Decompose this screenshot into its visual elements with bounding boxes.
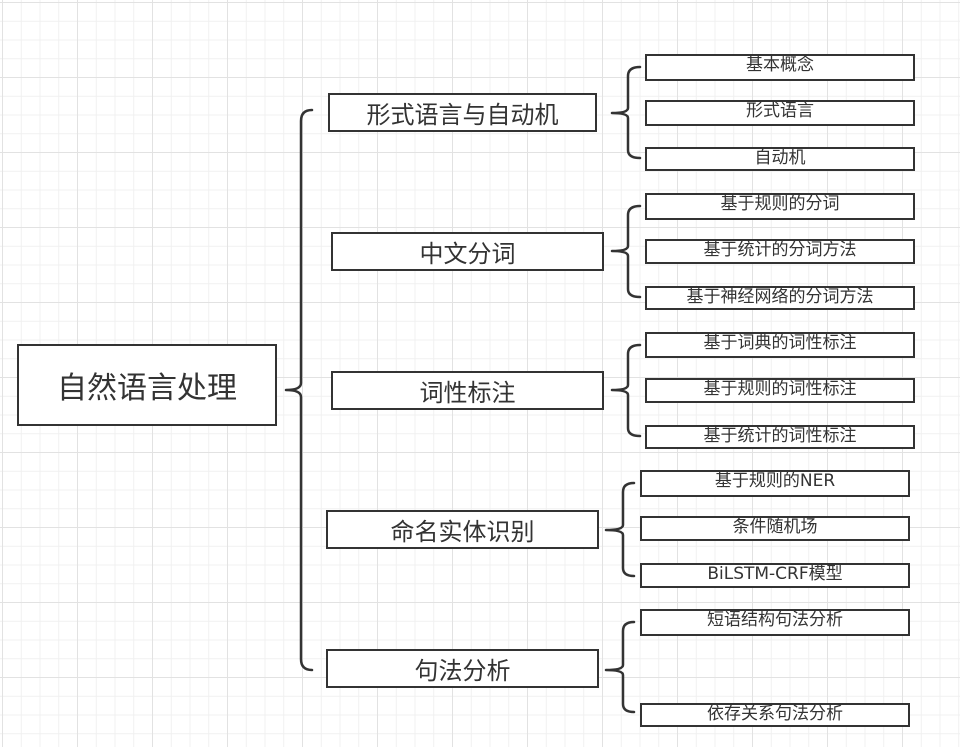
- brace-branch-4: [604, 481, 636, 578]
- branch-label: 词性标注: [419, 379, 516, 407]
- branch-label: 形式语言与自动机: [366, 101, 559, 129]
- branch-label: 中文分词: [419, 240, 516, 268]
- leaf-label: 基于规则的词性标注: [703, 379, 857, 399]
- branch-node-named-entity-recognition[interactable]: 命名实体识别: [326, 510, 599, 549]
- branch-label: 命名实体识别: [390, 518, 535, 546]
- leaf-node[interactable]: 基于神经网络的分词方法: [645, 286, 915, 310]
- leaf-node[interactable]: 自动机: [645, 147, 915, 171]
- leaf-label: 依存关系句法分析: [707, 704, 843, 724]
- brace-branch-5: [604, 620, 636, 714]
- leaf-label: 形式语言: [746, 101, 814, 121]
- leaf-node[interactable]: 依存关系句法分析: [640, 703, 910, 727]
- brace-branch-2: [610, 204, 642, 299]
- branch-node-pos-tagging[interactable]: 词性标注: [331, 371, 604, 410]
- branch-label: 句法分析: [414, 657, 511, 685]
- brace-branch-3: [610, 343, 642, 438]
- leaf-label: 基本概念: [746, 55, 814, 75]
- leaf-label: 基于统计的分词方法: [703, 240, 857, 260]
- branch-node-formal-language-automata[interactable]: 形式语言与自动机: [328, 93, 597, 132]
- leaf-node[interactable]: 基本概念: [645, 54, 915, 81]
- leaf-label: 短语结构句法分析: [707, 610, 843, 630]
- leaf-node[interactable]: 基于规则的分词: [645, 193, 915, 220]
- leaf-label: 基于规则的分词: [720, 194, 840, 214]
- leaf-label: 自动机: [754, 148, 806, 168]
- leaf-node[interactable]: 基于规则的词性标注: [645, 378, 915, 403]
- leaf-node[interactable]: 基于词典的词性标注: [645, 332, 915, 358]
- root-label: 自然语言处理: [57, 371, 237, 406]
- brace-branch-1: [610, 65, 642, 160]
- leaf-node[interactable]: 形式语言: [645, 100, 915, 126]
- leaf-node[interactable]: 基于统计的词性标注: [645, 425, 915, 449]
- leaf-label: 基于统计的词性标注: [703, 426, 857, 446]
- leaf-label: BiLSTM-CRF模型: [707, 564, 843, 584]
- leaf-label: 基于规则的NER: [714, 471, 836, 491]
- root-node[interactable]: 自然语言处理: [17, 344, 277, 426]
- leaf-node[interactable]: 短语结构句法分析: [640, 609, 910, 636]
- leaf-label: 基于神经网络的分词方法: [686, 287, 874, 307]
- leaf-node[interactable]: 基于规则的NER: [640, 470, 910, 497]
- leaf-node[interactable]: BiLSTM-CRF模型: [640, 563, 910, 588]
- root-brace: [284, 108, 314, 672]
- leaf-node[interactable]: 条件随机场: [640, 516, 910, 541]
- branch-node-syntactic-parsing[interactable]: 句法分析: [326, 649, 599, 688]
- leaf-label: 条件随机场: [732, 517, 818, 537]
- leaf-node[interactable]: 基于统计的分词方法: [645, 239, 915, 264]
- leaf-label: 基于词典的词性标注: [703, 333, 857, 353]
- branch-node-chinese-word-segmentation[interactable]: 中文分词: [331, 232, 604, 271]
